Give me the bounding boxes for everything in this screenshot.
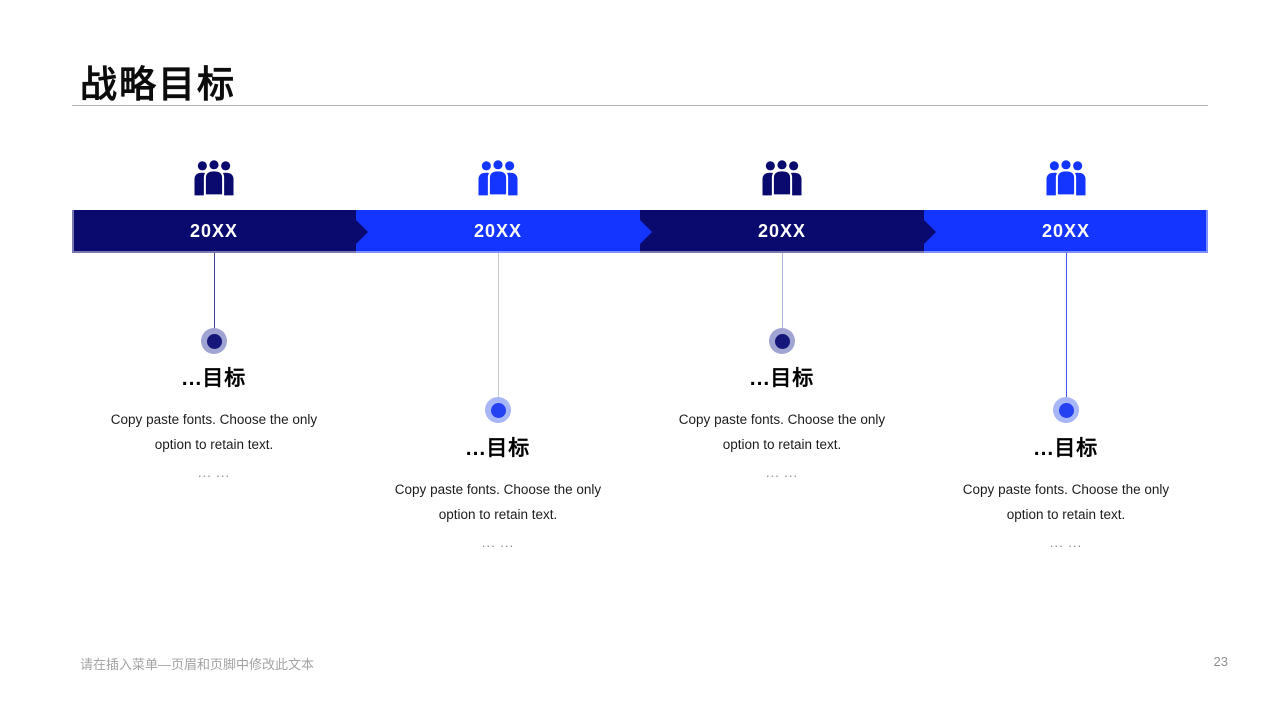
timeline-marker-core	[1058, 402, 1074, 418]
segment-year-label: 20XX	[757, 221, 807, 241]
goal-text-block: ...目标 Copy paste fonts. Choose the only …	[930, 432, 1202, 555]
segment-year-label: 20XX	[1041, 221, 1091, 241]
segment-year-label: 20XX	[473, 221, 523, 241]
people-group-icon	[759, 158, 805, 197]
timeline-segment-2: 20XX	[356, 210, 640, 253]
title-divider	[72, 105, 1208, 106]
connector-line	[1065, 253, 1067, 398]
goal-ellipsis: ... ...	[1049, 535, 1083, 550]
goal-body-line: option to retain text.	[154, 437, 274, 452]
goal-heading: ...目标	[181, 367, 247, 390]
goal-body-line: Copy paste fonts. Choose the only	[394, 482, 602, 497]
goal-heading: ...目标	[465, 437, 531, 460]
timeline-marker-core	[490, 402, 506, 418]
footer-placeholder-text: 请在插入菜单—页眉和页脚中修改此文本	[80, 657, 315, 672]
goal-body-line: Copy paste fonts. Choose the only	[678, 412, 886, 427]
connector-line	[497, 253, 499, 398]
people-group-icon	[1043, 158, 1089, 197]
page-number: 23	[1213, 654, 1228, 669]
goal-heading: ...目标	[749, 367, 815, 390]
people-group-icon	[475, 158, 521, 197]
goal-ellipsis: ... ...	[481, 535, 515, 550]
timeline-segment-4: 20XX	[924, 210, 1208, 253]
connector-line	[781, 253, 783, 329]
goal-ellipsis: ... ...	[765, 465, 799, 480]
goal-text-block: ...目标 Copy paste fonts. Choose the only …	[362, 432, 634, 555]
goal-body-line: Copy paste fonts. Choose the only	[110, 412, 318, 427]
goal-body-line: option to retain text.	[722, 437, 842, 452]
slide-title: 战略目标	[80, 64, 236, 105]
timeline-marker	[1053, 397, 1079, 423]
timeline-segment-1: 20XX	[72, 210, 356, 253]
timeline-marker	[769, 328, 795, 354]
segment-year-label: 20XX	[189, 221, 239, 241]
goal-body-line: option to retain text.	[438, 507, 558, 522]
goal-ellipsis: ... ...	[197, 465, 231, 480]
timeline-strip: 20XX 20XX 20XX 20XX	[72, 210, 1208, 253]
goal-text-block: ...目标 Copy paste fonts. Choose the only …	[646, 362, 918, 485]
connector-line	[213, 253, 215, 329]
people-group-icon	[191, 158, 237, 197]
timeline-marker	[201, 328, 227, 354]
goal-body-line: Copy paste fonts. Choose the only	[962, 482, 1170, 497]
goal-body-line: option to retain text.	[1006, 507, 1126, 522]
timeline-marker-core	[206, 333, 222, 349]
goal-text-block: ...目标 Copy paste fonts. Choose the only …	[78, 362, 350, 485]
timeline-segment-3: 20XX	[640, 210, 924, 253]
timeline-marker-core	[774, 333, 790, 349]
timeline-marker	[485, 397, 511, 423]
goal-heading: ...目标	[1033, 437, 1099, 460]
